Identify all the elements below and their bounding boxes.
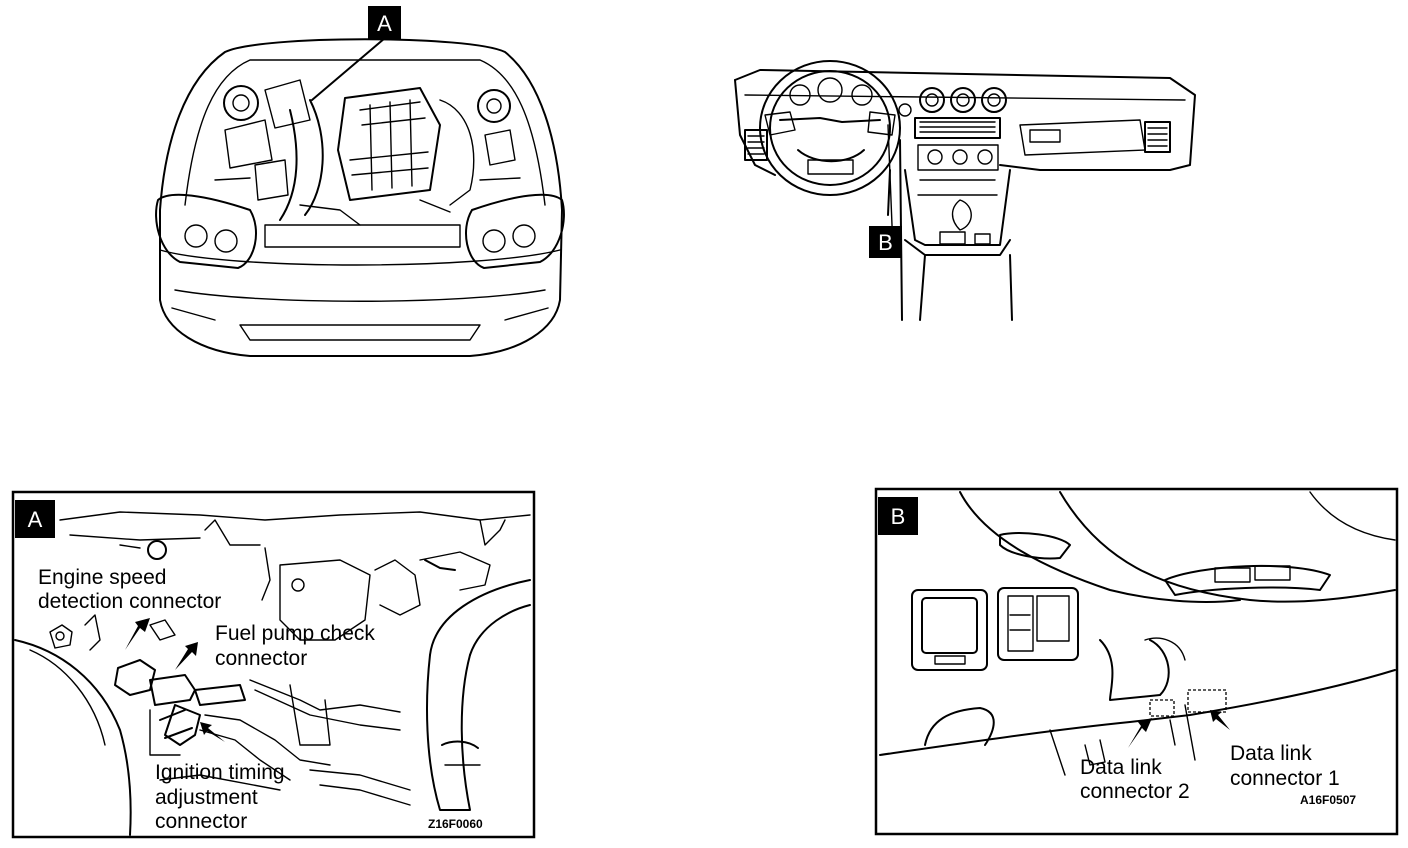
panel-b-dashboard-detail-illustration [879,491,1396,776]
dashboard-illustration [734,60,1196,321]
dlc1-arrow-icon [1210,710,1230,730]
dlc1-label-line2: connector 1 [1230,767,1340,790]
callout-a-badge [368,6,401,39]
ignition-timing-label-line2: adjustment [155,786,258,809]
car-front-engine-bay-illustration [155,38,565,357]
ignition-timing-label-line1: Ignition timing [155,761,285,784]
ignition-timing-label-line3: connector [155,810,247,833]
dlc2-label-line2: connector 2 [1080,780,1190,803]
dlc2-arrow-icon [1128,718,1152,748]
panel-b-badge-label: B [891,504,906,529]
panel-a-engine-detail-illustration [14,511,531,836]
callout-a-label: A [377,11,392,36]
fuel-pump-arrow-icon [175,642,198,670]
callout-b-label: B [878,230,893,255]
panel-a-figure-code: Z16F0060 [428,817,483,831]
dlc2-label-line1: Data link [1080,756,1162,779]
ignition-timing-arrow-icon [200,722,225,742]
engine-speed-label-line1: Engine speed [38,566,166,589]
engine-speed-label-line2: detection connector [38,590,221,613]
callout-b-badge [869,226,902,258]
dlc1-label-line1: Data link [1230,742,1312,765]
fuel-pump-label-line2: connector [215,647,307,670]
detail-panel-b: B Data link connector 2 Data link connec… [874,487,1399,836]
engine-speed-arrow-icon [125,618,150,650]
panel-a-frame [11,490,536,839]
panel-b-badge [878,497,918,535]
panel-b-frame [874,487,1399,836]
fuel-pump-label-line1: Fuel pump check [215,622,375,645]
detail-panel-a: A Engine speed detection connector Fuel … [11,490,536,839]
panel-a-badge-label: A [28,507,43,532]
panel-a-badge [15,500,55,538]
panel-b-figure-code: A16F0507 [1300,793,1356,807]
callout-a-leader-line [311,37,386,101]
callout-b-leader-line [887,169,891,216]
